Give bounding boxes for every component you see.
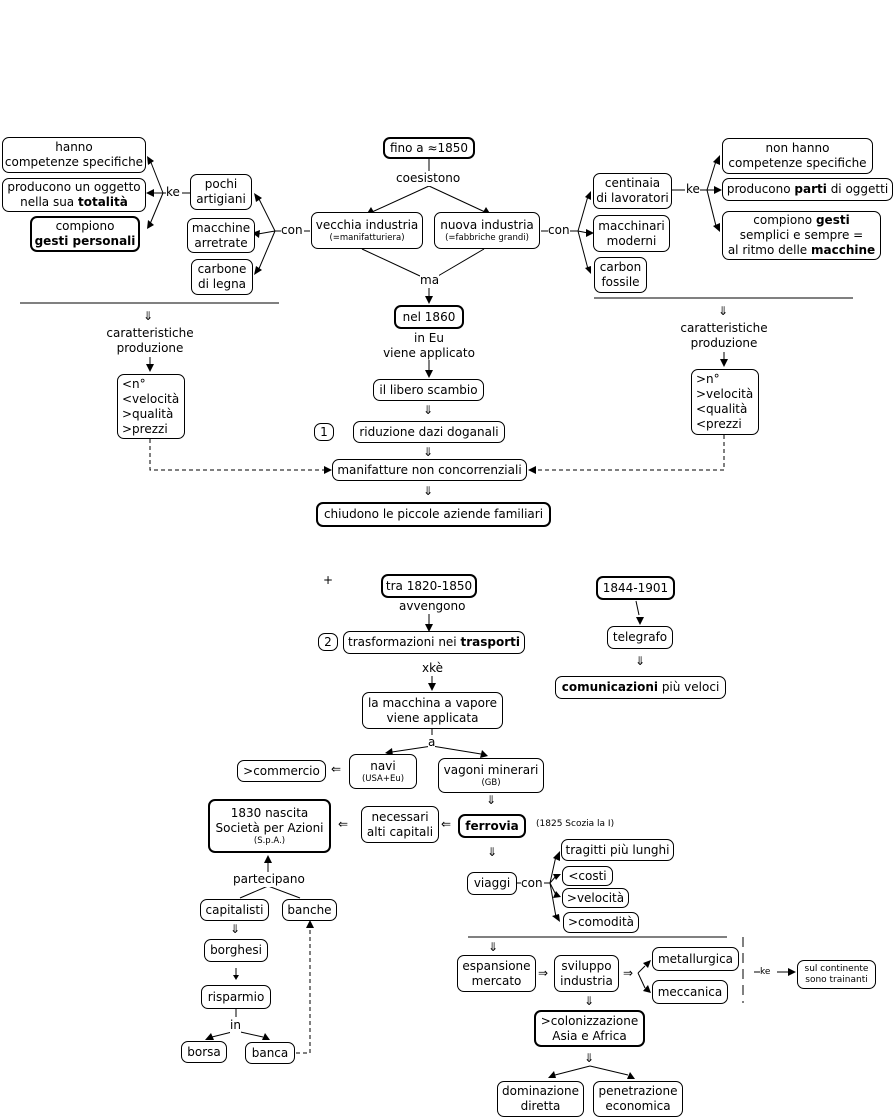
node-non-hanno-competenze: non hanno competenze specifiche [722,138,873,174]
node-comodita: >comodità [563,912,639,933]
label-ke-left: ke [166,185,180,200]
node-caratteristiche-dx: >n° >velocità <qualità <prezzi [691,369,759,435]
label-ma: ma [420,273,440,288]
double-arrow-icon: ⇓ [423,484,434,498]
label-xke: xkè [422,661,444,676]
node-dominazione-diretta: dominazione diretta [497,1081,584,1117]
double-arrow-icon: ⇓ [488,940,499,954]
label-in-eu: in Eu viene applicato [383,331,475,360]
node-tragitti-lunghi: tragitti più lunghi [561,839,674,861]
label-coesistono: coesistono [396,171,461,186]
label-avvengono: avvengono [399,599,466,614]
node-carbone-di-legna: carbone di legna [191,259,253,295]
node-nuova-industria: nuova industria (=fabbriche grandi) [434,212,540,249]
node-meccanica: meccanica [652,980,728,1004]
step-number-badge: 1 [314,423,334,441]
node-pochi-artigiani: pochi artigiani [190,174,252,210]
plus-sign: + [323,573,334,587]
node-trasformazioni-trasporti: trasformazioni nei trasporti [343,631,525,654]
node-banche: banche [282,899,337,921]
label-caratteristiche-produzione-right: caratteristiche produzione [680,321,768,350]
node-producono-oggetto: producono un oggetto nella sua totalità [2,178,146,212]
label-in: in [230,1018,241,1033]
double-arrow-icon: ⇓ [584,994,595,1008]
node-commercio: >commercio [237,760,326,782]
node-metallurgica: metallurgica [652,947,739,971]
node-banca: banca [245,1042,295,1064]
double-arrow-icon: ⇓ [487,845,498,859]
node-vecchia-industria: vecchia industria (=manifatturiera) [311,212,423,249]
node-macchine-arretrate: macchine arretrate [187,218,255,253]
node-borghesi: borghesi [204,939,268,962]
double-arrow-icon: ⇒ [538,966,549,980]
label-con-right: con [548,223,570,238]
node-centinaia-lavoratori: centinaia di lavoratori [593,173,672,209]
double-arrow-icon: ⇓ [143,309,154,323]
node-borsa: borsa [181,1041,227,1063]
label-con-viaggi: con [521,876,543,891]
node-telegrafo: telegrafo [607,626,673,649]
label-caratteristiche-produzione-left: caratteristiche produzione [106,326,194,355]
double-arrow-icon: ⇒ [623,966,634,980]
node-ferrovia: ferrovia [458,814,526,838]
node-capitalisti: capitalisti [200,899,269,921]
node-libero-scambio: il libero scambio [373,379,484,401]
node-carbon-fossile: carbon fossile [594,257,647,293]
double-arrow-icon: ⇓ [230,922,241,936]
label-a: a [428,735,436,750]
node-hanno-competenze: hanno competenze specifiche [2,137,146,173]
node-nel-1860: nel 1860 [394,305,464,329]
node-riduzione-dazi: riduzione dazi doganali [353,421,505,443]
node-societa-azioni: 1830 nascita Società per Azioni (S.p.A.) [208,799,331,853]
label-con-left: con [281,223,303,238]
node-colonizzazione: >colonizzazione Asia e Africa [534,1010,645,1047]
node-navi: navi (USA+Eu) [349,754,417,789]
double-arrow-icon: ⇐ [441,817,452,831]
node-velocita: >velocità [562,888,629,908]
node-costi: <costi [562,866,613,886]
node-macchinari-moderni: macchinari moderni [593,215,670,252]
node-espansione-mercato: espansione mercato [457,955,536,992]
node-necessari-capitali: necessari alti capitali [361,806,439,843]
node-vagoni-minerari: vagoni minerari (GB) [438,758,544,793]
label-partecipano: partecipano [233,872,305,887]
label-scozia: (1825 Scozia la I) [536,819,615,829]
node-penetrazione-economica: penetrazione economica [593,1081,683,1117]
node-sviluppo-industria: sviluppo industria [554,955,619,992]
double-arrow-icon: ⇓ [584,1051,595,1065]
node-sul-continente: sul continente sono trainanti [797,960,876,989]
double-arrow-icon: ⇓ [718,304,729,318]
node-1844-1901: 1844-1901 [596,576,675,600]
node-chiudono-aziende: chiudono le piccole aziende familiari [316,502,551,527]
node-manifatture-non-concorrenziali: manifatture non concorrenziali [332,459,527,481]
double-arrow-icon: ⇓ [423,403,434,417]
node-compiono-gesti-personali: compiono gesti personali [30,216,140,252]
node-caratteristiche-sx: <n° <velocità >qualità >prezzi [117,374,185,439]
node-macchina-vapore: la macchina a vapore viene applicata [362,692,503,729]
node-tra-1820-1850: tra 1820-1850 [381,574,477,598]
label-ke-industria: ke [760,967,771,978]
node-risparmio: risparmio [201,985,271,1009]
node-viaggi: viaggi [467,872,517,895]
double-arrow-icon: ⇓ [635,654,646,668]
node-comunicazioni: comunicazioni più veloci [555,676,726,699]
node-producono-parti: producono parti di oggetti [722,178,893,201]
node-fino-1850: fino a ≈1850 [383,137,475,159]
double-arrow-icon: ⇐ [331,762,342,776]
node-compiono-gesti-semplici: compiono gesti semplici e sempre = al ri… [722,211,881,260]
double-arrow-icon: ⇓ [486,793,497,807]
double-arrow-icon: ⇓ [423,445,434,459]
double-arrow-icon: ⇐ [338,817,349,831]
step-number-badge: 2 [318,633,338,651]
label-ke-right: ke [686,182,700,197]
